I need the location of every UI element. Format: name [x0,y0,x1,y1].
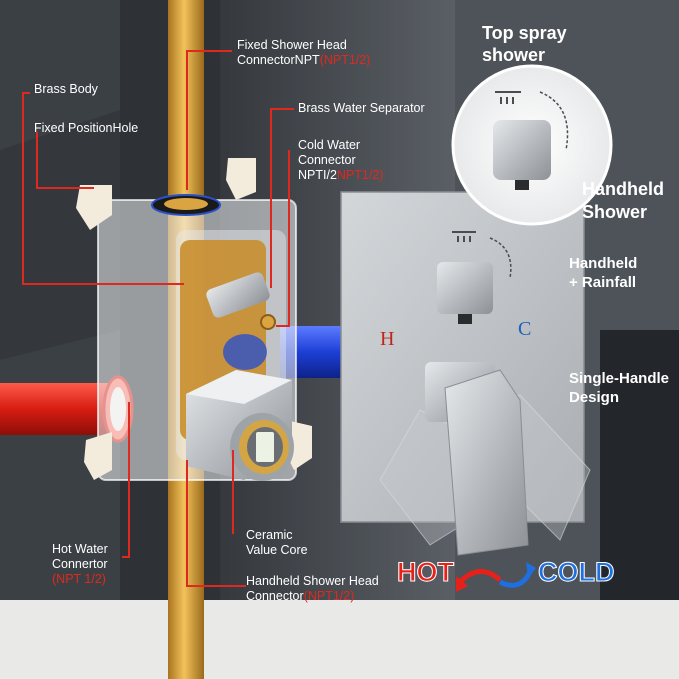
label-brass-body: Brass Body [34,82,98,96]
caption-single-handle: Single-Handle Design [569,370,670,406]
leader-line-brass-body [22,92,24,284]
label-handheld-shower-connector: Handheld Shower Head Connector(NPT1/2) [246,574,379,603]
label-fixed-position-hole: Fixed PositionHole [34,121,139,135]
leader-line-handheld-h [186,585,246,587]
leader-line-brass-body-h [22,283,184,285]
leader-line-cold-h [276,325,290,327]
cold-letter-c: C [518,318,532,340]
hot-letter-h: H [380,328,395,350]
leader-line-separator [270,108,272,288]
leader-line-cold [288,150,290,326]
leader-line-separator-h [270,108,294,110]
leader-line-fixed-head-h [186,50,232,52]
caption-top-spray-shower: Top spray shower [482,23,567,65]
caption-handheld-rainfall: Handheld + Rainfall [569,255,638,291]
hot-label: HOT [397,557,455,588]
label-hot-water-connector: Hot Water Connertor (NPT 1/2) [52,542,108,586]
leader-line-handheld [186,460,188,586]
leader-line-brass-body-top [22,92,30,94]
label-ceramic-valve-core: Ceramic Value Core [246,528,308,557]
leader-line-position-hole-h [36,187,94,189]
leader-line-ceramic [232,450,234,534]
caption-handheld-shower: Handheld Shower [582,179,665,222]
leader-line-hot-h [122,556,130,558]
label-fixed-shower-head: Fixed Shower Head ConnectorNPT(NPT1/2) [237,38,371,67]
leader-line-fixed-head [186,50,188,190]
leader-line-hot [128,402,130,558]
leader-line-position-hole [36,132,38,188]
label-cold-water-connector: Cold Water Connector NPTI/2NPT1/2) [298,138,384,182]
cold-label: COLD [538,557,615,588]
label-brass-water-separator: Brass Water Separator [298,101,425,115]
